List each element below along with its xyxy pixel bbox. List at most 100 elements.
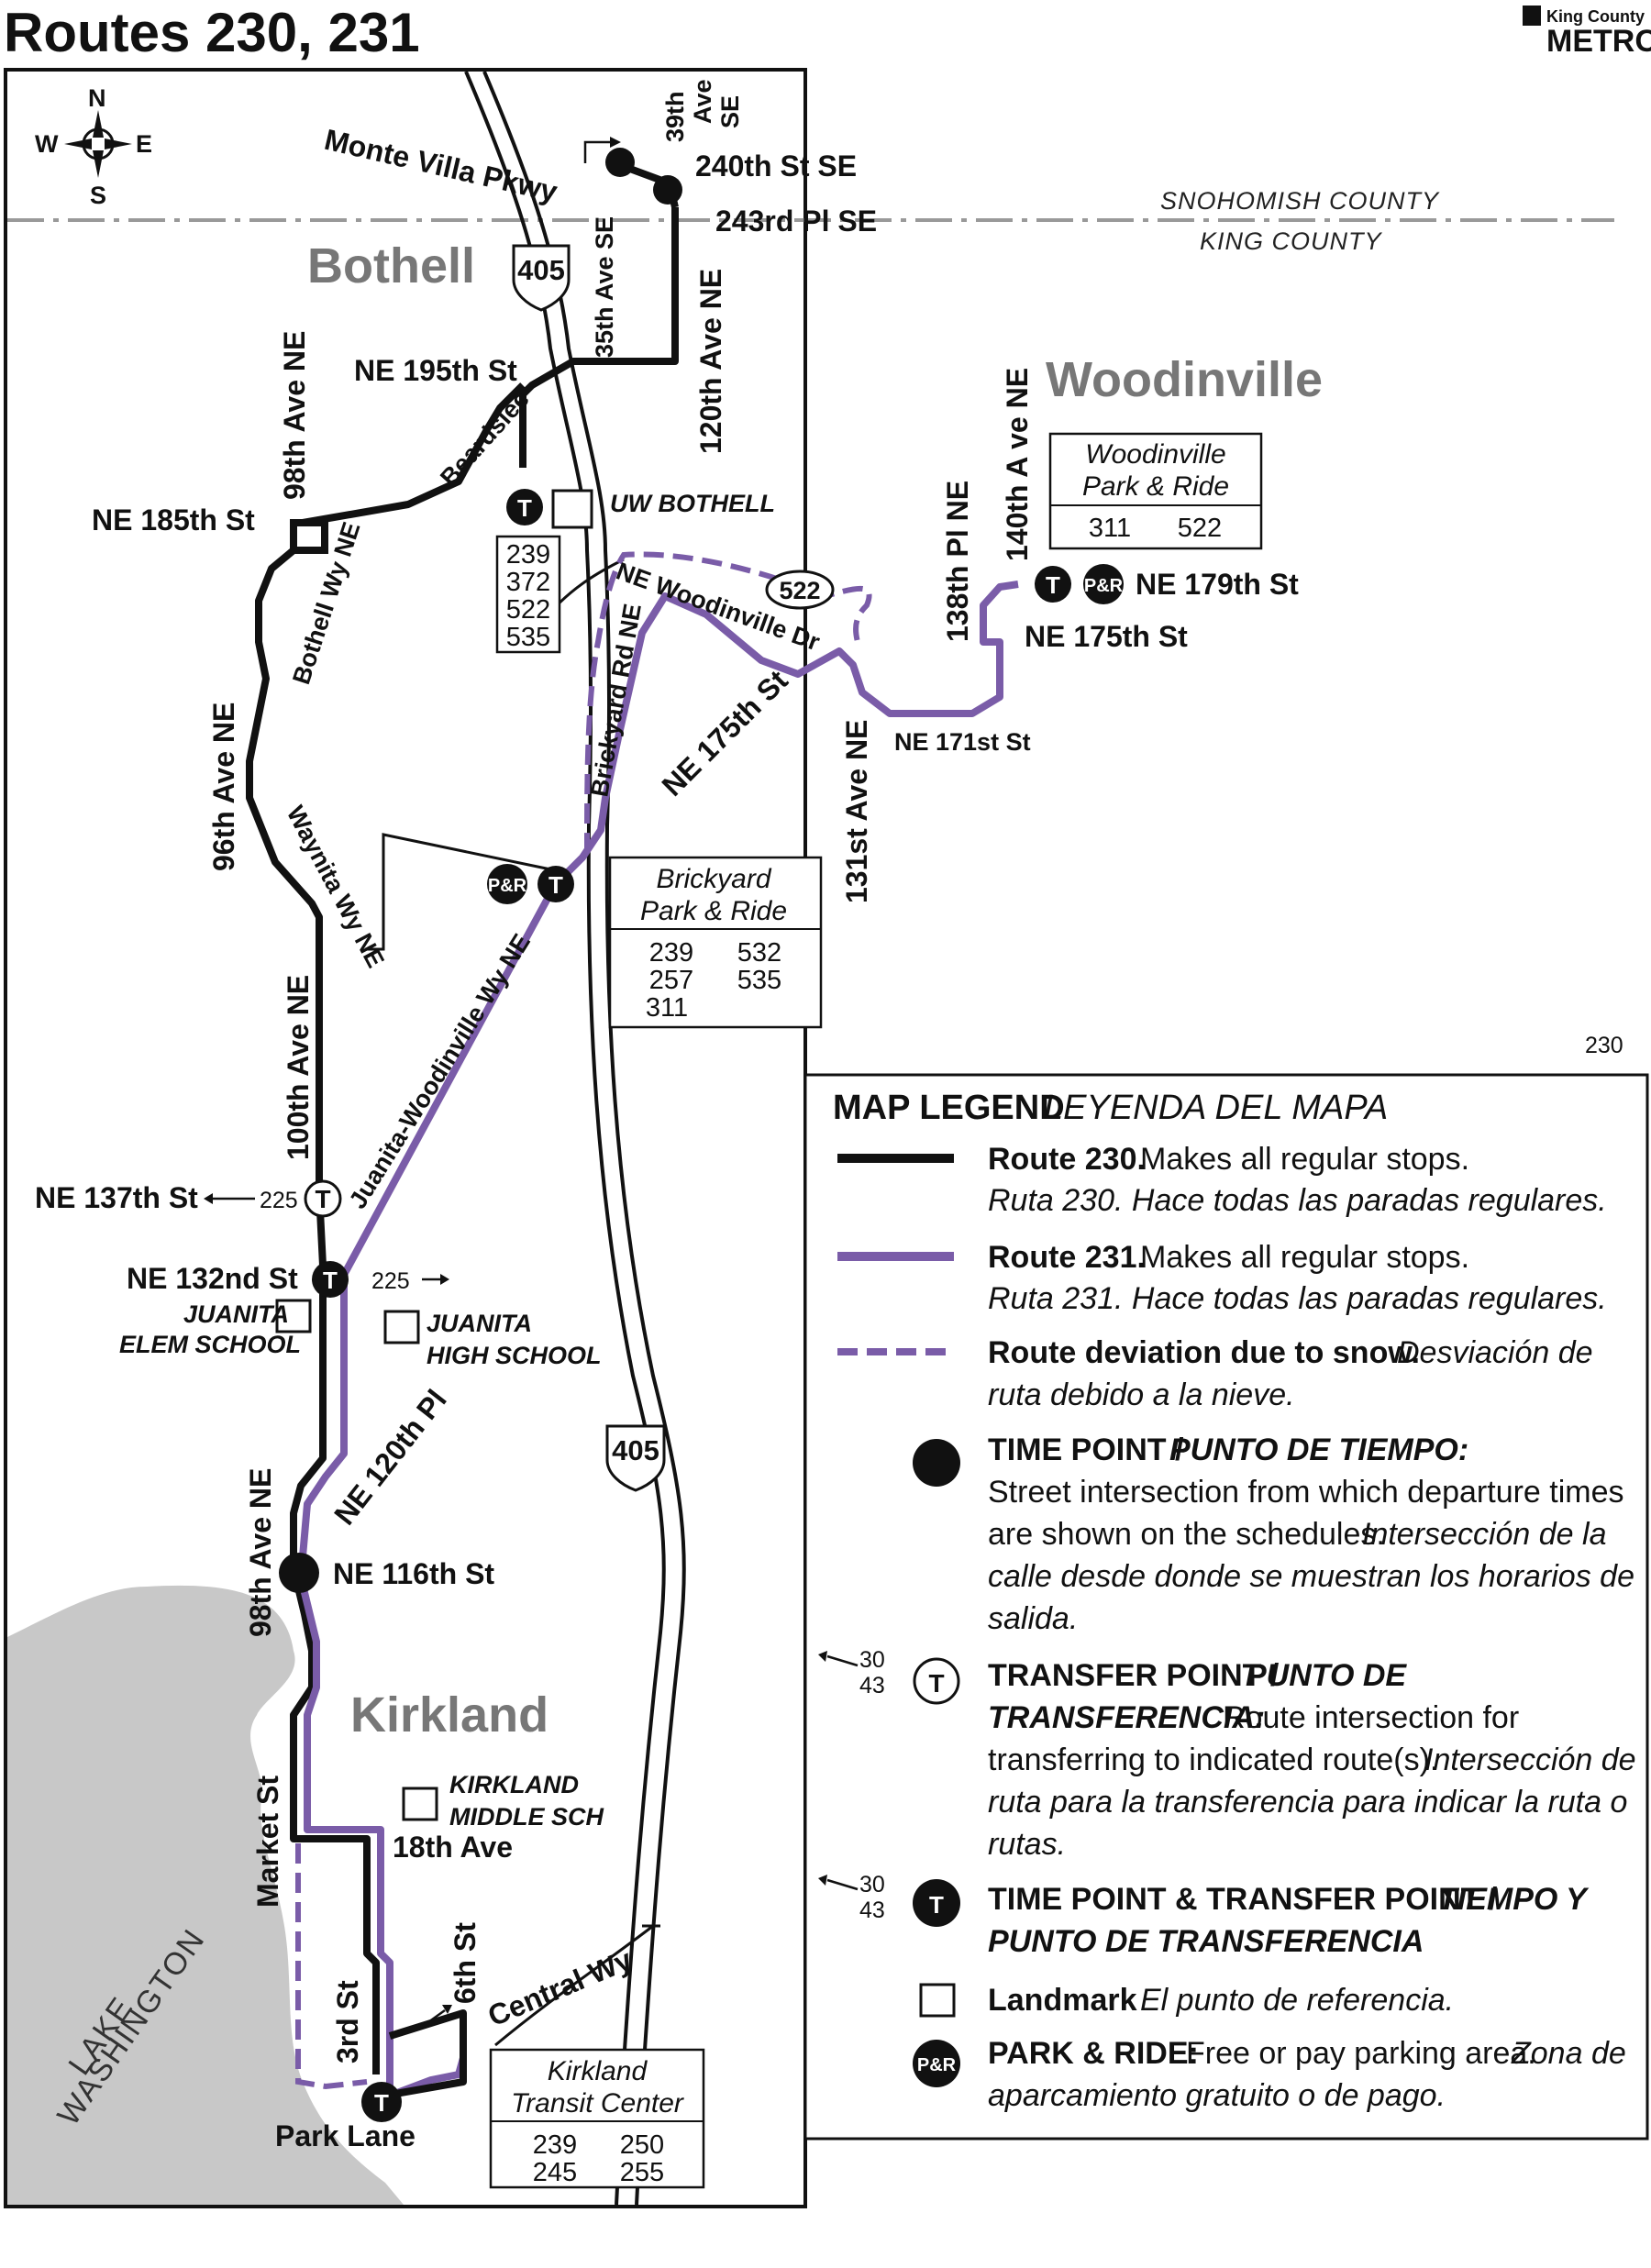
compass-rose: N S E W	[35, 84, 152, 209]
street-ne-185th: NE 185th St	[92, 503, 255, 537]
street-ne-132nd: NE 132nd St	[127, 1262, 298, 1295]
logo-small-text: King County	[1546, 7, 1645, 26]
legend-tr-l2: Route intersection for	[1223, 1700, 1519, 1735]
brickyard-connector	[365, 833, 560, 951]
street-39th-3: SE	[716, 95, 744, 128]
sixth-st-arrow	[421, 2008, 446, 2029]
i405-shield-north-text: 405	[517, 254, 565, 286]
transfer-ne-137th-t: T	[315, 1185, 330, 1213]
county-king: KING COUNTY	[1200, 227, 1383, 255]
woodinville-pr-route-1: 311	[1089, 514, 1131, 543]
brickyard-pr-route-2: 532	[737, 938, 781, 968]
legend-tr-bold: TRANSFER POINT /	[988, 1658, 1280, 1693]
kirkland-tc-title-1: Kirkland	[548, 2056, 648, 2086]
street-96th: 96th Ave NE	[207, 703, 240, 871]
i405-shield-south: 405	[605, 1424, 666, 1492]
landmark-juanita-elem	[275, 1299, 312, 1333]
street-120th: 120th Ave NE	[694, 269, 727, 454]
city-bothell: Bothell	[307, 238, 475, 293]
street-39th-1: 39th	[661, 91, 689, 142]
sr522-shield-text: 522	[779, 577, 820, 604]
transfer-brickyard: T P&R	[487, 864, 574, 904]
legend-r231-text: Makes all regular stops.	[1140, 1240, 1469, 1275]
label-juanita-elem-2: ELEM SCHOOL	[119, 1331, 301, 1358]
city-kirkland: Kirkland	[350, 1687, 548, 1742]
street-243rd: 243rd Pl SE	[715, 205, 877, 238]
map-code: 230	[1585, 1033, 1623, 1058]
legend-tr-l5: rutas.	[988, 1827, 1066, 1862]
legend-title-es: LEYENDA DEL MAPA	[1044, 1089, 1388, 1127]
legend-r230-text: Makes all regular stops.	[1140, 1142, 1469, 1177]
street-131st: 131st Ave NE	[840, 720, 873, 903]
king-county-metro-logo: King County METRO	[1523, 6, 1651, 59]
uw-route-3: 522	[506, 595, 550, 625]
legend-tt-bold-es1: TIEMPO Y	[1438, 1882, 1590, 1917]
legend-tt-icon	[913, 1879, 960, 1927]
brickyard-pr-route-1: 239	[649, 938, 693, 968]
central-wy-street	[494, 1924, 654, 2047]
label-uw-bothell: UW BOTHELL	[610, 490, 775, 517]
transfer-woodinville: T P&R	[1035, 564, 1124, 604]
woodinville-pr-box: Woodinville Park & Ride 311 522	[1048, 432, 1263, 550]
brickyard-pr-route-5: 311	[646, 993, 688, 1023]
street-35th: 35th Ave SE	[591, 216, 618, 358]
transfer-kirkland-tc-t: T	[374, 2089, 389, 2117]
street-138th: 138th Pl NE	[941, 481, 974, 642]
ne137-route: 225	[260, 1188, 298, 1213]
label-juanita-high-2: HIGH SCHOOL	[427, 1342, 602, 1369]
kirkland-tc-box: Kirkland Transit Center 239 250 245 255	[489, 2048, 705, 2189]
uw-routes-box: 239 372 522 535	[495, 535, 561, 654]
legend-tr-bold-es1: PUNTO DE	[1246, 1658, 1407, 1693]
landmark-juanita-high	[383, 1310, 420, 1344]
legend-r231-es: Ruta 231. Hace todas las paradas regular…	[988, 1281, 1607, 1316]
legend-tr-sample-a: 30	[859, 1647, 885, 1673]
brickyard-pr-box: Brickyard Park & Ride 239 532 257 535 31…	[608, 856, 823, 1029]
transfer-brickyard-t: T	[548, 871, 563, 899]
legend-tr-bold-es2: TRANSFERENCIA:	[988, 1700, 1265, 1735]
legend-pr-icon-text: P&R	[917, 2055, 957, 2075]
kirkland-tc-title-2: Transit Center	[511, 2088, 684, 2119]
legend-tp-bold-es: PUNTO DE TIEMPO:	[1169, 1433, 1468, 1467]
legend-snow-es2: ruta debido a la nieve.	[988, 1377, 1295, 1412]
legend-tt-sample-b: 43	[859, 1897, 885, 1923]
brickyard-pr-title-2: Park & Ride	[640, 896, 787, 926]
legend-transfer-icon	[913, 1657, 960, 1705]
legend-pr-es1: Zona de	[1511, 2036, 1626, 2071]
legend-pr-text: Free or pay parking area.	[1186, 2036, 1536, 2071]
legend-r230-bold: Route 230.	[988, 1142, 1146, 1177]
street-ne-179th: NE 179th St	[1136, 568, 1299, 601]
kirkland-tc-route-3: 245	[533, 2158, 577, 2187]
legend-tt-icon-t: T	[929, 1891, 944, 1919]
transfer-ne-132nd-t: T	[323, 1267, 338, 1294]
snow-deviations	[295, 551, 872, 2090]
legend-transfer-icon-t: T	[928, 1669, 944, 1698]
street-6th: 6th St	[449, 1922, 482, 2004]
street-market: Market St	[251, 1776, 284, 1908]
legend-tp-l2b: Intersección de la	[1362, 1517, 1607, 1552]
sr522-shield: 522	[765, 570, 835, 610]
legend-tp-l3: calle desde donde se muestran los horari…	[988, 1559, 1634, 1594]
uw-route-1: 239	[506, 540, 550, 570]
label-juanita-elem-1: JUANITA	[183, 1300, 289, 1328]
snow-deviation-market	[295, 1843, 368, 2090]
street-monte-villa: Monte Villa Pkwy	[321, 123, 560, 208]
street-240th: 240th St SE	[695, 149, 857, 183]
street-juanita-woodinville: Juanita-Woodinville Wy NE	[344, 929, 536, 1213]
landmark-kirkland-middle	[402, 1787, 438, 1821]
legend-tr-l4: ruta para la transferencia para indicar …	[988, 1785, 1627, 1820]
legend-snow-bold: Route deviation due to snow.	[988, 1335, 1420, 1370]
label-juanita-high-1: JUANITA	[427, 1310, 532, 1337]
street-ne-137th: NE 137th St	[35, 1181, 198, 1214]
i405-shield-north: 405	[512, 244, 571, 312]
legend-tp-l2a: are shown on the schedules.	[988, 1517, 1385, 1552]
uw-route-4: 535	[506, 623, 550, 652]
landmark-uw-bothell	[551, 489, 593, 529]
legend-landmark-icon	[919, 1983, 956, 2018]
legend-pr-es2: aparcamiento gratuito o de pago.	[988, 2078, 1446, 2113]
street-39th-2: Ave	[689, 79, 716, 124]
street-100th: 100th Ave NE	[282, 975, 315, 1160]
street-park-lane: Park Lane	[275, 2119, 416, 2152]
pr-woodinville: P&R	[1084, 576, 1124, 596]
map-legend: MAP LEGEND LEYENDA DEL MAPA Route 230. M…	[803, 1073, 1649, 2141]
